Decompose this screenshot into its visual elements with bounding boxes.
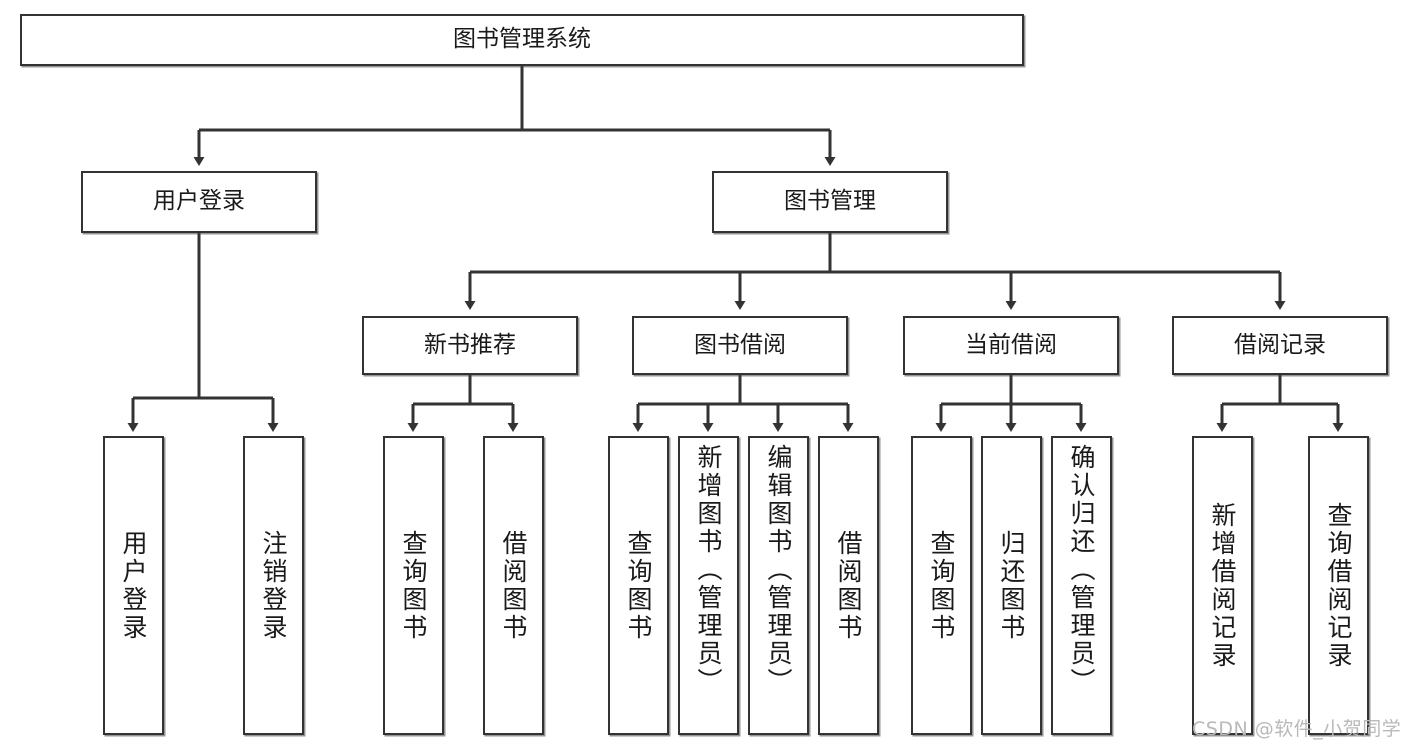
leaf-records-query-record[interactable]: 查询借阅记录 [1308, 436, 1369, 735]
node-label: 查询借阅记录 [1324, 501, 1353, 670]
node-label: 编辑图书（管理员） [764, 444, 793, 696]
node-label: 图书管理系统 [453, 26, 591, 53]
leaf-user-login-signin[interactable]: 用户登录 [103, 436, 164, 735]
node-label: 用户登录 [153, 188, 245, 215]
leaf-borrow-edit-book-admin[interactable]: 编辑图书（管理员） [748, 436, 809, 735]
leaf-new-book-borrow[interactable]: 借阅图书 [483, 436, 544, 735]
node-label: 借阅图书 [499, 529, 528, 642]
watermark-text: CSDN @软件_小贺同学 [1192, 718, 1402, 740]
node-label: 借阅记录 [1234, 331, 1326, 358]
node-label: 新书推荐 [424, 331, 516, 358]
node-label: 查询图书 [624, 529, 653, 642]
leaf-borrow-add-book-admin[interactable]: 新增图书（管理员） [678, 436, 739, 735]
node-label: 图书管理 [784, 188, 876, 215]
node-borrow-records[interactable]: 借阅记录 [1172, 316, 1388, 375]
leaf-current-confirm-return-admin[interactable]: 确认归还（管理员） [1051, 436, 1112, 735]
leaf-borrow-query-book[interactable]: 查询图书 [608, 436, 669, 735]
node-label: 查询图书 [399, 529, 428, 642]
leaf-user-login-signout[interactable]: 注销登录 [243, 436, 304, 735]
node-label: 查询图书 [927, 529, 956, 642]
node-label: 归还图书 [997, 529, 1026, 642]
leaf-records-add-record[interactable]: 新增借阅记录 [1192, 436, 1253, 735]
node-user-login[interactable]: 用户登录 [81, 171, 317, 233]
leaf-current-return-book[interactable]: 归还图书 [981, 436, 1042, 735]
node-label: 确认归还（管理员） [1067, 444, 1096, 696]
node-label: 借阅图书 [834, 529, 863, 642]
leaf-borrow-borrow-book[interactable]: 借阅图书 [818, 436, 879, 735]
node-book-management[interactable]: 图书管理 [712, 171, 948, 233]
leaf-new-book-query[interactable]: 查询图书 [383, 436, 444, 735]
node-label: 注销登录 [259, 529, 288, 642]
node-label: 图书借阅 [694, 331, 786, 358]
node-label: 当前借阅 [965, 331, 1057, 358]
node-book-borrow[interactable]: 图书借阅 [632, 316, 848, 375]
node-root-system[interactable]: 图书管理系统 [20, 14, 1024, 66]
node-label: 用户登录 [119, 529, 148, 642]
leaf-current-query-book[interactable]: 查询图书 [911, 436, 972, 735]
node-new-book-recommend[interactable]: 新书推荐 [362, 316, 578, 375]
node-current-borrow[interactable]: 当前借阅 [903, 316, 1119, 375]
node-label: 新增借阅记录 [1208, 501, 1237, 670]
node-label: 新增图书（管理员） [694, 444, 723, 696]
